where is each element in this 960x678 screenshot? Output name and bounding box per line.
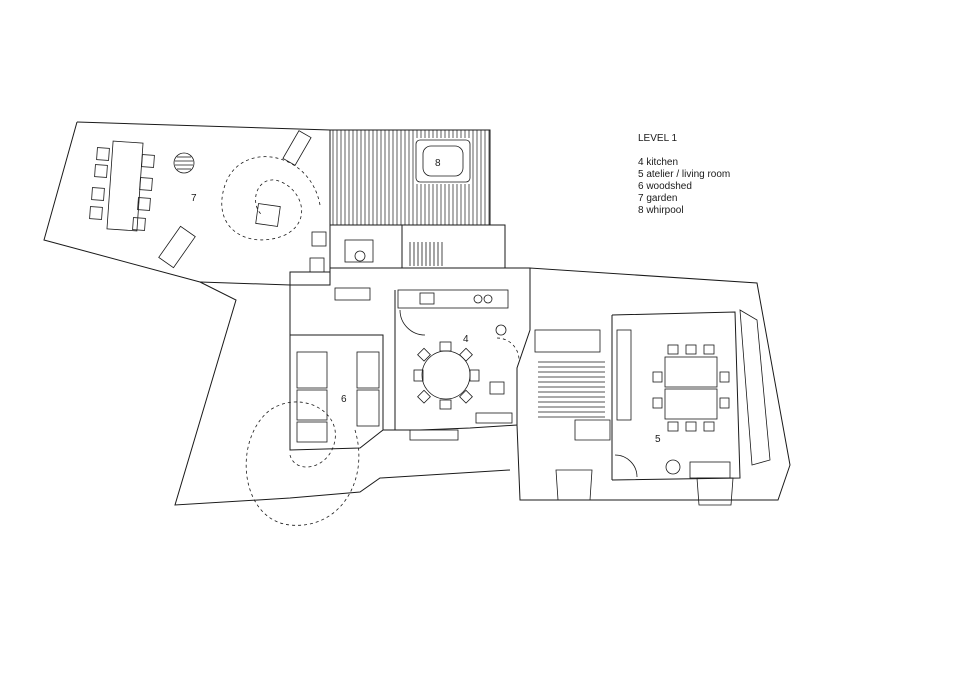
garden-shrub: [173, 152, 195, 174]
label-garden: 7: [191, 193, 197, 204]
label-woodshed: 6: [341, 394, 347, 405]
hob-burner: [483, 294, 493, 304]
legend-item: 5 atelier / living room: [638, 169, 731, 180]
deck-chair: [309, 257, 325, 273]
label-atelier: 5: [655, 434, 661, 445]
atelier-walls: [516, 267, 791, 501]
woodpile: [296, 351, 328, 389]
legend-item: 6 woodshed: [638, 181, 692, 192]
entrance-block: [329, 224, 506, 269]
garden-loungers: [158, 130, 312, 269]
atelier-inner: [611, 311, 741, 481]
deck-boards: [332, 130, 490, 225]
kitchen-side-chair: [489, 381, 505, 395]
kitchen-walls: [289, 267, 531, 431]
garden-dining-set: [89, 140, 155, 232]
garden-left-edge: [43, 121, 201, 283]
atelier-shelf: [534, 329, 601, 353]
atelier-sofa: [616, 329, 632, 421]
wc: [344, 239, 374, 263]
kitchen-bench: [475, 412, 513, 424]
whirpool-basin: [422, 145, 464, 177]
woodpile: [356, 351, 380, 389]
legend-item: 4 kitchen: [638, 157, 679, 168]
atelier-cabinet: [574, 419, 611, 441]
woodpile: [356, 389, 380, 427]
kitchen-sink: [419, 292, 435, 305]
bench: [334, 287, 371, 301]
kitchen-door-arc: [496, 337, 520, 361]
legend-item: 8 whirpool: [638, 205, 684, 216]
woodshed-walls: [289, 335, 384, 451]
label-kitchen: 4: [463, 334, 469, 345]
deck-chair: [311, 231, 327, 247]
legend: LEVEL 1 4 kitchen 5 atelier / living roo…: [638, 133, 730, 217]
entrance-stair: [409, 242, 443, 266]
atelier-window-bay: [555, 469, 593, 501]
atelier-stair: [538, 361, 605, 418]
whirpool-tub: [415, 139, 471, 183]
label-whirpool: 8: [435, 158, 441, 169]
kitchen-door-swing: [399, 309, 426, 336]
hob-burner: [473, 294, 483, 304]
kitchen-bin: [495, 324, 507, 336]
woodpile: [296, 389, 328, 421]
wc-bowl: [354, 250, 366, 262]
legend-title: LEVEL 1: [638, 133, 678, 144]
woodshed-path-spiral: [245, 401, 360, 526]
kitchen-counter: [397, 289, 509, 309]
kitchen-dining-table: [413, 341, 480, 410]
atelier-window-bay: [696, 477, 734, 506]
kitchen-window-bay: [409, 429, 459, 441]
garden-stool: [255, 203, 281, 227]
atelier-bench: [689, 461, 731, 479]
garden-path-spiral: [221, 156, 321, 241]
woodpile: [296, 421, 328, 443]
legend-item: 7 garden: [638, 193, 678, 204]
atelier-stove: [665, 459, 681, 475]
atelier-door-swing: [614, 454, 638, 478]
atelier-dining-table: [652, 344, 730, 432]
atelier-window-east: [739, 309, 771, 466]
